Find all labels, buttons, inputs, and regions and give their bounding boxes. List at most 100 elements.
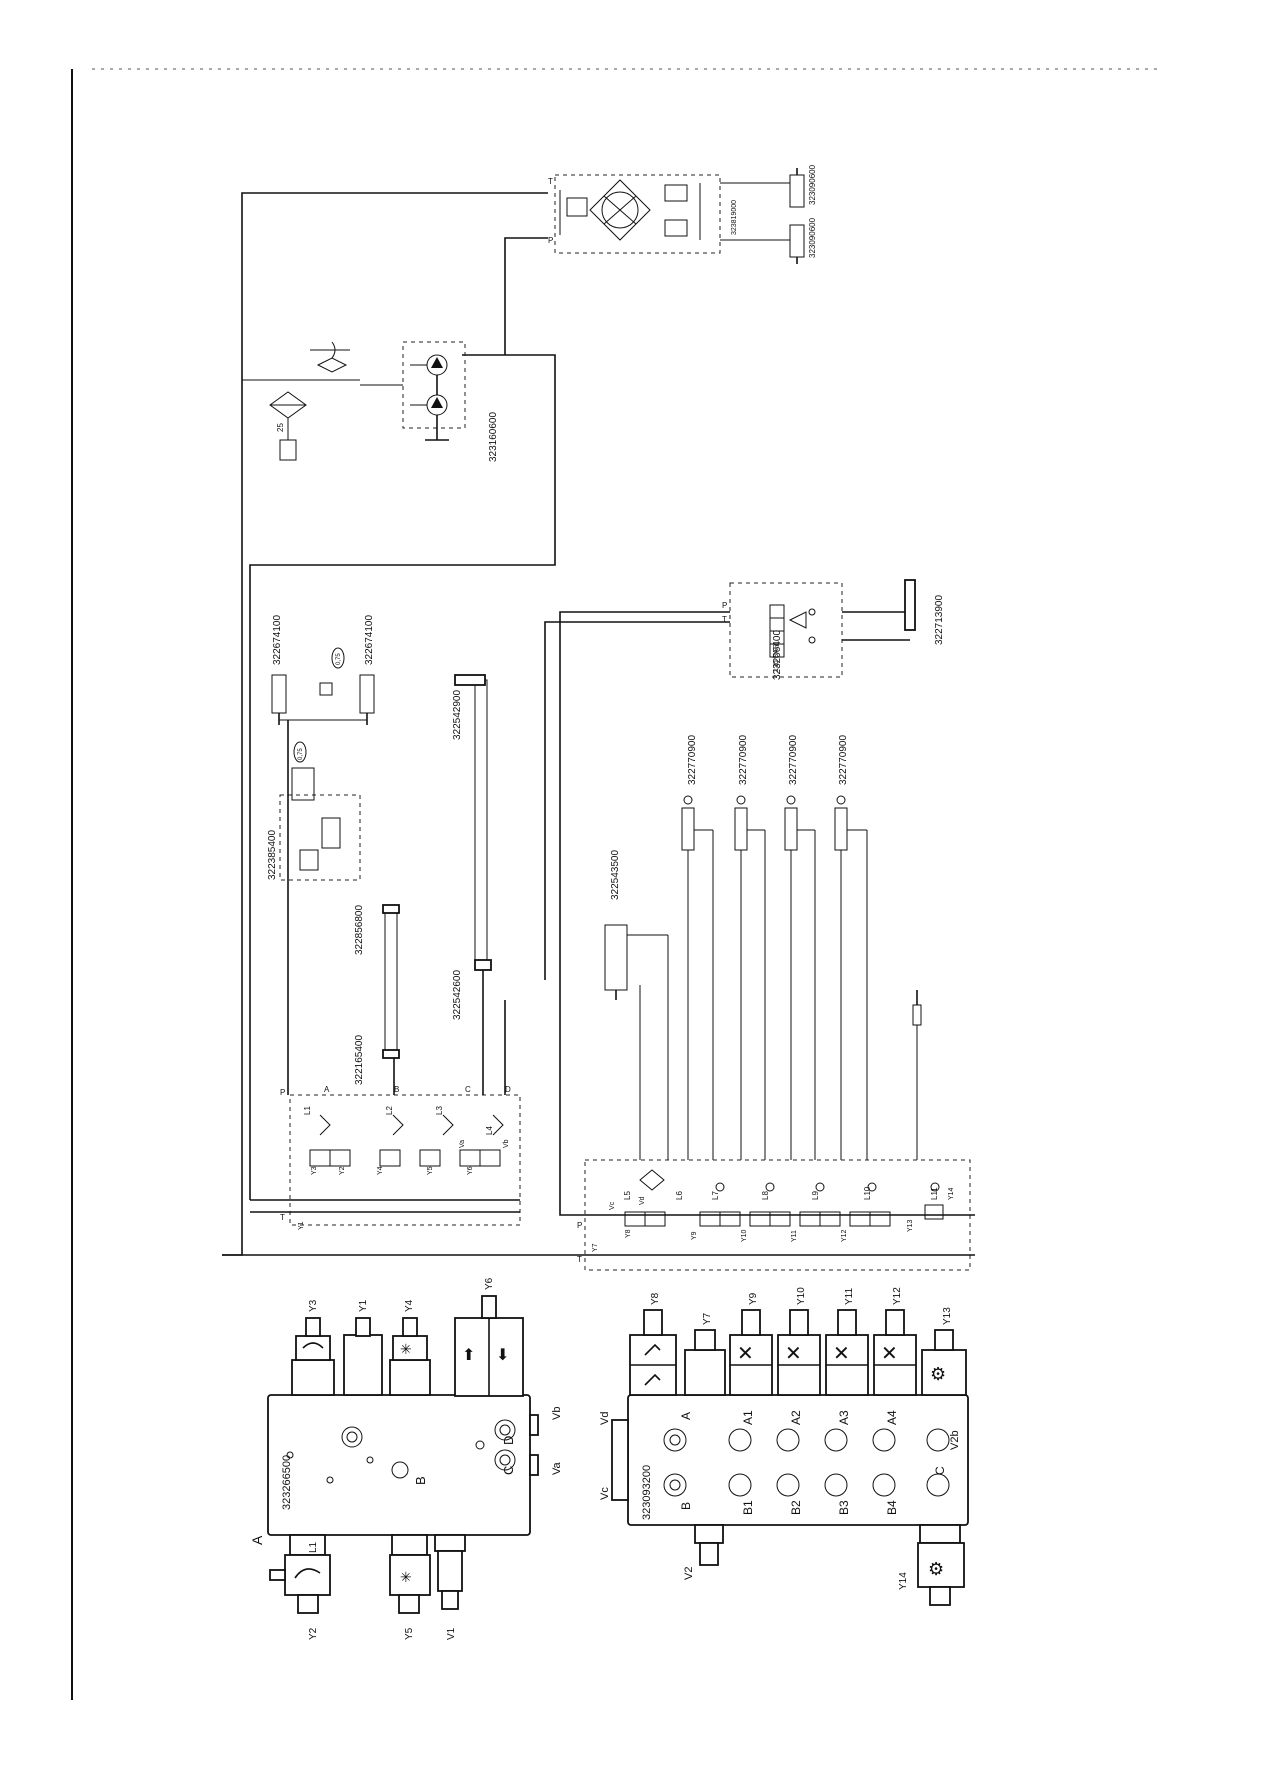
valve-a-Y4: Y4 [377,1166,384,1175]
valve-a-Va: Va [459,1140,466,1148]
valve-a-out-A: A [324,1085,330,1094]
valve-a-L3: L3 [435,1106,444,1115]
solenoid-y11: ✕ Y11 [825,1288,869,1396]
valve-b-port-B: B [679,1502,693,1510]
valve-b-port-B3: B3 [837,1500,851,1515]
valve-b-spools [624,1169,944,1227]
gear-icon-y14: ⚙ [928,1559,944,1579]
orifice-075-b: 0,75 [298,748,304,760]
x-icon-y10: ✕ [785,1343,802,1365]
solenoid-y4-label: Y4 [404,1299,415,1312]
valve-a-block-letter: A [249,1535,265,1545]
valve-b-port-A3: A3 [837,1410,851,1425]
valve-b-port-A4: A4 [885,1410,899,1425]
valve-b-port-A1: A1 [741,1410,755,1425]
solenoid-y6: ⬆ ⬇ Y6 [454,1277,524,1397]
valve-a-port-C: C [501,1466,516,1475]
cyl-322542600-label: 322542600 [452,970,463,1020]
valve-b-P: P [577,1221,582,1230]
solenoid-l1: L1 Y2 [269,1534,331,1640]
valve-a-port-D: D [501,1436,516,1445]
steering-cylinders: 323090600 323090600 [720,164,817,264]
valve-b-Vc-label: Vc [599,1487,611,1500]
valve-a-Y1: Y1 [298,1221,305,1230]
valve-a-port-Vb: Vb [551,1407,563,1420]
aux-cyl-part-a: 322674100 [272,615,283,665]
gear-icon-y13: ⚙ [930,1364,946,1384]
valve-a-part: 323266500 [281,1455,293,1510]
valve-b-ports [663,1428,950,1497]
pilot-unit: 130 BAR P T 323206400 322713900 [722,579,945,680]
valve-b-L5: L5 [623,1191,632,1200]
valve-a-Y3: Y3 [311,1166,318,1175]
orifice-075-a: 0,75 [336,653,342,665]
small-cyl-d-label: 322770900 [838,735,849,785]
valve-b-Vd: Vd [639,1196,646,1205]
solenoid-y7: Y7 [684,1312,726,1396]
pilot-part-label: 323206400 [772,630,783,680]
cylinder-part-b: 323090600 [808,217,817,258]
down-arrow-icon-y6: ⬇ [496,1347,509,1364]
solenoid-y7-label: Y7 [702,1312,713,1325]
valve-b-L9: L9 [811,1191,820,1200]
solenoid-y1-label: Y1 [358,1299,369,1312]
valve-b-Y8: Y8 [625,1229,632,1238]
solenoid-y10-label: Y10 [796,1287,807,1305]
valve-b-V2-label: V2 [683,1567,695,1580]
steering-part-label: 323819000 [731,200,738,235]
valve-a-Y6: Y6 [467,1166,474,1175]
valve-a-Y2: Y2 [339,1166,346,1175]
solenoid-y14-label: Y14 [898,1572,909,1590]
solenoid-y14: ⚙ Y14 [898,1524,965,1606]
valve-b-L11: L11 [930,1187,939,1200]
lock-valve-322385400: 0,75 322385400 [267,741,361,881]
pilot-port-T: T [722,615,727,624]
tank-filter-group: 25 [242,341,403,461]
solenoid-l1-label: L1 [308,1541,319,1553]
lock-valve-part: 322385400 [267,830,278,880]
valve-b-Y13: Y13 [907,1219,914,1232]
solenoid-y5: ✳ Y5 [389,1534,431,1640]
solenoid-y9: ✕ Y9 [729,1292,773,1396]
sun-icon-y5: ✳ [400,1569,412,1585]
valve-b-L10: L10 [863,1186,872,1200]
solenoid-y12-label: Y12 [892,1287,903,1305]
valve-b-L8: L8 [761,1191,770,1200]
steering-unit: T P 323819000 [548,174,738,254]
small-cyl-c-label: 322770900 [788,735,799,785]
valve-a-out-C: C [465,1085,471,1094]
solenoid-y3-label: Y3 [308,1299,319,1312]
aux-cyl-part-b: 322674100 [364,615,375,665]
solenoid-y3: Y3 [291,1299,335,1396]
sun-icon-y4: ✳ [400,1341,412,1357]
solenoid-y12: ✕ Y12 [873,1287,917,1396]
cyl-322165400-label: 322165400 [354,1035,365,1085]
valve-b-Y14: Y14 [948,1187,955,1200]
valve-block-a-physical: Y3 Y1 ✳ Y4 ⬆ ⬇ Y6 A 32326 [249,1277,563,1640]
steering-port-P: P [548,236,553,245]
valve-a-port-Va: Va [551,1461,563,1475]
valve-b-V2b-label: V2b [949,1430,961,1450]
valve-a-spools [309,1114,504,1167]
small-cyl-a-label: 322770900 [687,735,698,785]
valve-v1-label: V1 [446,1627,457,1640]
valve-b-port-B1: B1 [741,1500,755,1515]
valve-a-L4: L4 [485,1126,494,1135]
valve-b-Y12: Y12 [841,1229,848,1242]
valve-a-out-D: D [505,1085,511,1094]
valve-b-T: T [577,1255,582,1264]
solenoid-y4: ✳ Y4 [389,1299,431,1396]
solenoid-y6-label: Y6 [484,1277,495,1290]
steering-port-T: T [548,177,553,186]
tilt-cylinder-322543500: 322543500 [604,850,669,1160]
valve-b-Y11: Y11 [791,1230,798,1242]
valve-a-Vb: Vb [503,1139,510,1148]
valve-b-port-A: A [679,1412,693,1420]
x-icon-y9: ✕ [737,1343,754,1365]
valve-block-a-schematic: P T A B C D L1 L2 L3 L4 Y1 Y3 Y2 Y4 Y5 Y… [249,720,521,1230]
cyl-322856800-label: 322856800 [354,905,365,955]
solenoid-y13-label: Y13 [942,1307,953,1325]
small-cylinders-322770900: 322770900 322770900 322770900 322770900 [681,735,868,1160]
tilt-cyl-label: 322543500 [610,850,621,900]
up-arrow-icon-y6: ⬆ [462,1347,475,1364]
